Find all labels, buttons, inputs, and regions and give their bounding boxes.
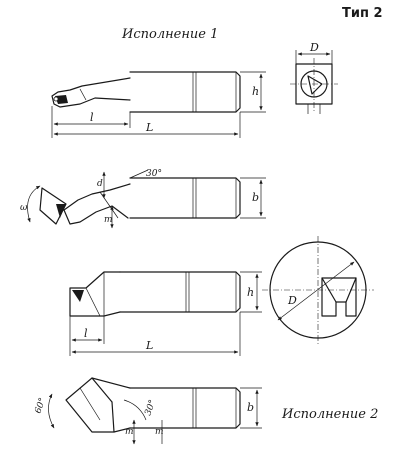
dim-b-2: b xyxy=(247,401,254,414)
dim-l-1: l xyxy=(90,111,94,124)
dim-L-1: L xyxy=(145,121,153,134)
dim-30-2: 30° xyxy=(143,399,158,417)
dim-h-1: h xyxy=(252,85,259,98)
type-label: Тип 2 xyxy=(342,6,383,21)
view2-side: h l L xyxy=(69,271,262,356)
dim-D-2: D xyxy=(287,294,297,307)
view2-section: D xyxy=(262,236,374,344)
dim-alpha: ω xyxy=(20,203,28,213)
variant1-label: Исполнение 1 xyxy=(121,27,218,42)
dim-h-2: h xyxy=(247,286,254,299)
view1-angled: 30° d m ω b xyxy=(20,169,266,229)
dim-d-1: d xyxy=(97,179,103,189)
dim-m-3: m xyxy=(155,427,164,437)
dim-D-1: D xyxy=(309,41,319,54)
dim-m-1: m xyxy=(104,215,113,225)
dim-m-2: m xyxy=(125,427,134,437)
dim-30-1: 30° xyxy=(146,169,162,179)
dim-L-2: L xyxy=(145,339,153,352)
dim-b-1: b xyxy=(252,191,259,204)
dim-l-2: l xyxy=(84,327,88,340)
view1-side: h l L xyxy=(51,71,266,138)
dim-60: 60° xyxy=(33,397,48,415)
variant2-label: Исполнение 2 xyxy=(281,407,378,422)
view2-angled: 30° 60° m m b xyxy=(33,377,262,445)
view1-end: D xyxy=(290,41,338,114)
